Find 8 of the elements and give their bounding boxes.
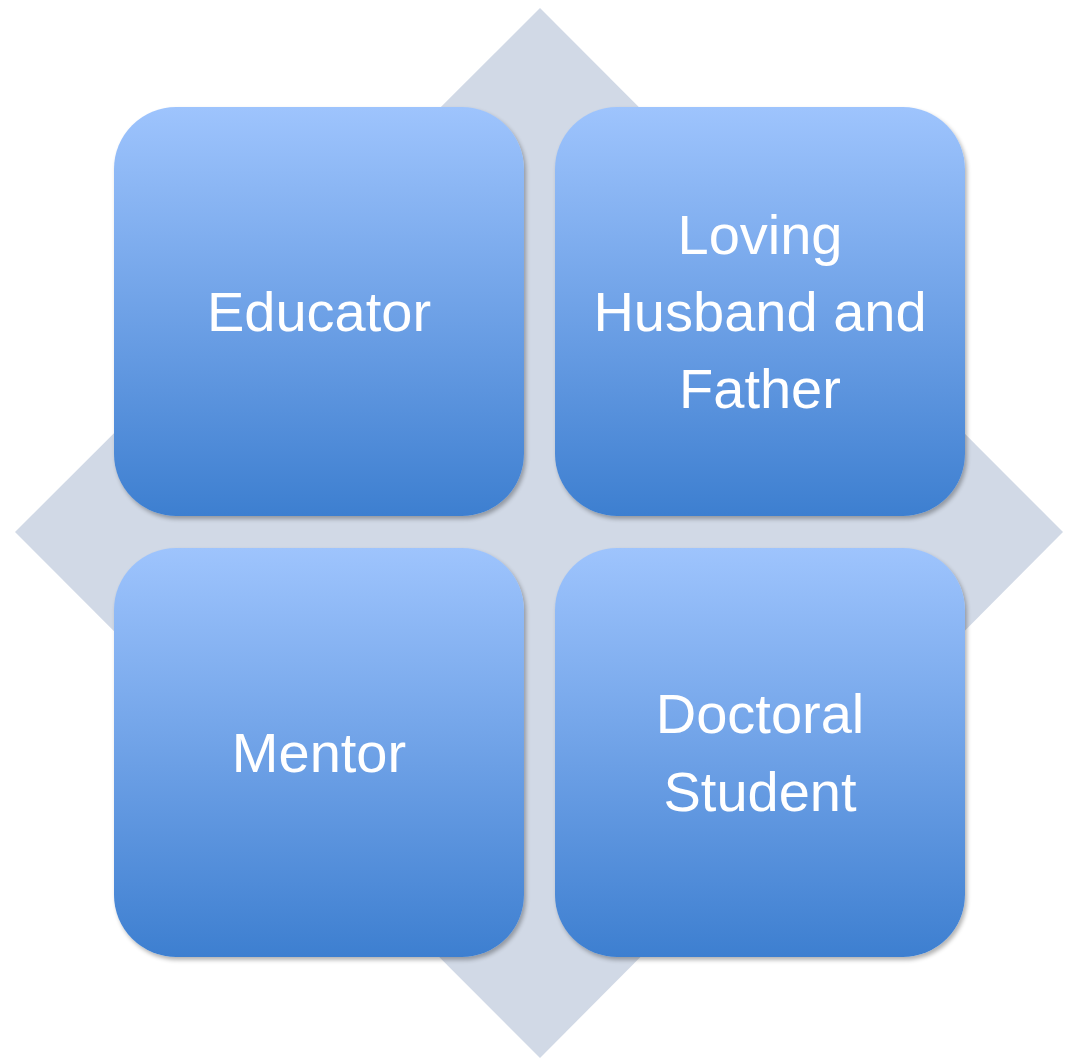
box-label: Mentor	[231, 719, 407, 786]
box-label: Educator	[206, 278, 432, 345]
rounded-box	[555, 107, 965, 516]
rounded-box	[114, 548, 524, 957]
box-label: Doctoral Student	[654, 681, 866, 825]
box-label: Loving Husband and Father	[592, 201, 928, 423]
rounded-box	[114, 107, 524, 516]
rounded-box	[555, 548, 965, 957]
